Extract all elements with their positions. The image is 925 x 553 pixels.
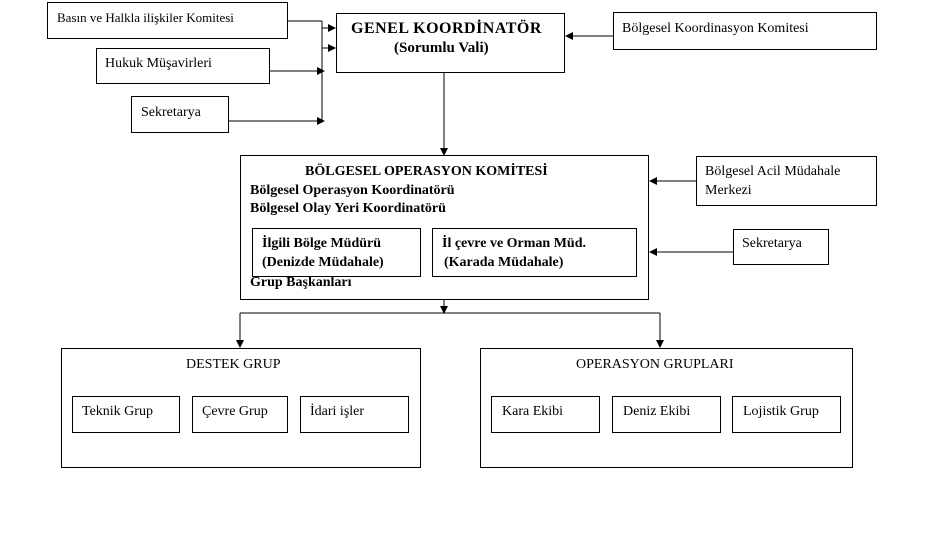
logistics-group-label: Lojistik Grup (743, 404, 819, 419)
regional-coordination-box: Bölgesel Koordinasyon Komitesi (613, 12, 877, 50)
land-team-label: Kara Ekibi (502, 404, 564, 419)
emergency-center-box: Bölgesel Acil Müdahale Merkezi (696, 156, 877, 206)
general-coordinator-title: GENEL KOORDİNATÖR (351, 20, 542, 37)
technical-group-box: Teknik Grup (72, 396, 180, 433)
group-heads-label: Grup Başkanları (250, 275, 352, 290)
land-team-box: Kara Ekibi (491, 396, 600, 433)
emergency-center-line1: Bölgesel Acil Müdahale (705, 164, 841, 179)
press-committee-box: Basın ve Halkla ilişkiler Komitesi (47, 2, 288, 39)
secretariat-left-label: Sekretarya (141, 105, 201, 120)
operation-coordinator-label: Bölgesel Operasyon Koordinatörü (250, 183, 455, 198)
sea-response-title: İlgili Bölge Müdürü (262, 236, 382, 251)
legal-advisors-label: Hukuk Müşavirleri (105, 56, 212, 71)
secretariat-right-label: Sekretarya (742, 236, 802, 251)
press-committee-label: Basın ve Halkla ilişkiler Komitesi (57, 10, 234, 25)
technical-group-label: Teknik Grup (82, 404, 153, 419)
land-response-sub: (Karada Müdahale) (444, 255, 564, 270)
sea-response-sub: (Denizde Müdahale) (262, 255, 384, 270)
general-coordinator-box: GENEL KOORDİNATÖR (Sorumlu Vali) (336, 13, 565, 73)
operation-groups-title: OPERASYON GRUPLARI (576, 357, 734, 372)
secretariat-left-box: Sekretarya (131, 96, 229, 133)
environment-group-label: Çevre Grup (202, 404, 268, 419)
logistics-group-box: Lojistik Grup (732, 396, 841, 433)
land-response-title: İl çevre ve Orman Müd. (442, 236, 586, 251)
sea-team-label: Deniz Ekibi (623, 404, 691, 419)
land-response-box: İl çevre ve Orman Müd. (Karada Müdahale) (432, 228, 637, 277)
regional-coordination-label: Bölgesel Koordinasyon Komitesi (622, 21, 809, 36)
emergency-center-line2: Merkezi (705, 183, 752, 198)
operation-committee-title: BÖLGESEL OPERASYON KOMİTESİ (305, 164, 548, 179)
legal-advisors-box: Hukuk Müşavirleri (96, 48, 270, 84)
sea-response-box: İlgili Bölge Müdürü (Denizde Müdahale) (252, 228, 421, 277)
secretariat-right-box: Sekretarya (733, 229, 829, 265)
admin-affairs-label: İdari işler (310, 404, 365, 419)
admin-affairs-box: İdari işler (300, 396, 409, 433)
general-coordinator-subtitle: (Sorumlu Vali) (394, 40, 489, 56)
support-group-title: DESTEK GRUP (186, 357, 281, 372)
sea-team-box: Deniz Ekibi (612, 396, 721, 433)
scene-coordinator-label: Bölgesel Olay Yeri Koordinatörü (250, 201, 446, 216)
environment-group-box: Çevre Grup (192, 396, 288, 433)
